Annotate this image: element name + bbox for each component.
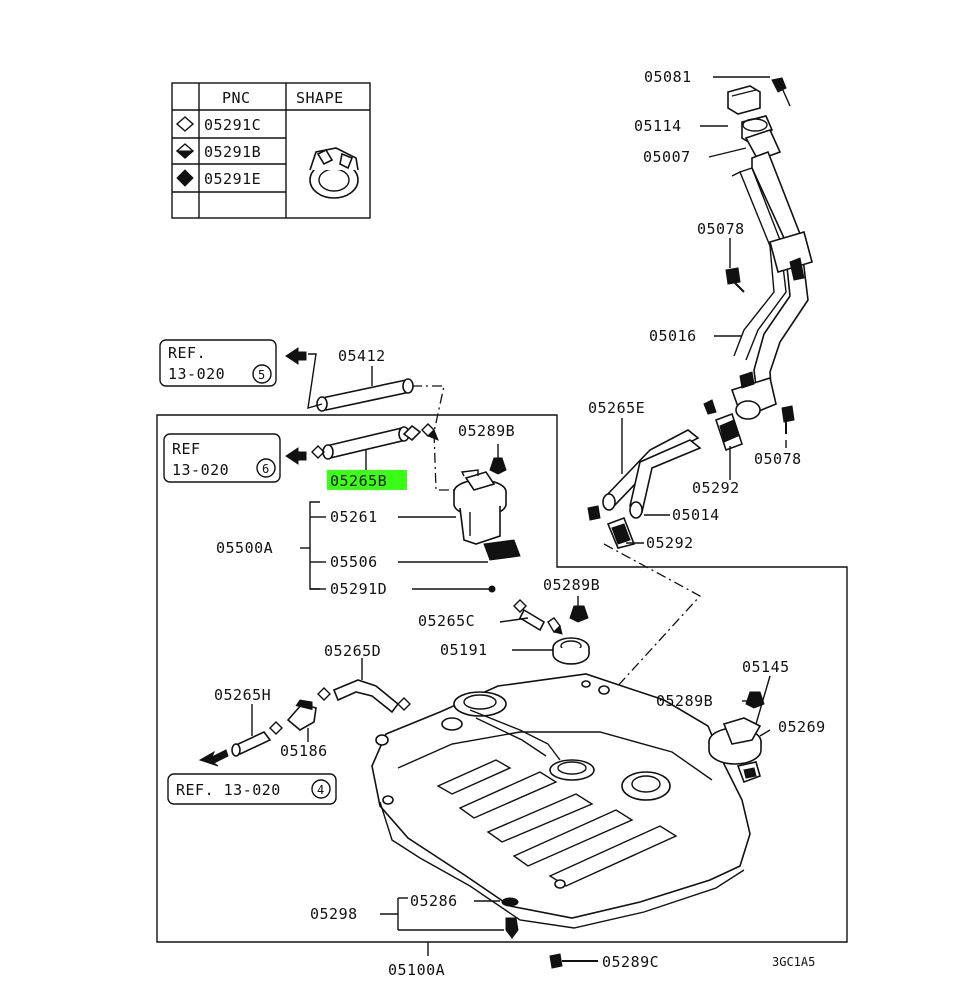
part-labels: 05081 05114 05007 05078 05016 05078 0526…	[214, 68, 826, 979]
bolt-05289B-b	[569, 596, 589, 623]
clamp-05292-b	[587, 505, 636, 549]
hose-clamp-icon	[309, 147, 359, 199]
label-05078-b[interactable]: 05078	[754, 450, 802, 468]
fuel-cap	[727, 85, 761, 115]
filler-neck-assembly	[725, 77, 813, 434]
diamond-outline-icon	[175, 116, 195, 132]
diamond-filled-icon	[176, 169, 194, 187]
label-05289B-c[interactable]: 05289B	[656, 692, 713, 710]
ref-6-line1: REF	[172, 440, 201, 458]
bolt-05289C	[549, 953, 598, 969]
label-05500A[interactable]: 05500A	[216, 539, 273, 557]
valve-05186	[286, 699, 317, 742]
label-05289C[interactable]: 05289C	[602, 953, 659, 971]
ref-box-4[interactable]: REF. 13-020 4	[167, 773, 337, 805]
sender-05269	[708, 675, 771, 784]
legend-pnc-2: 05291B	[204, 143, 261, 161]
label-05265E[interactable]: 05265E	[588, 399, 645, 417]
label-05145[interactable]: 05145	[742, 658, 790, 676]
label-05261[interactable]: 05261	[330, 508, 378, 526]
legend-table: PNC SHAPE 05291C 05291B 05291E	[171, 82, 371, 219]
label-05291D[interactable]: 05291D	[330, 580, 387, 598]
label-05265H[interactable]: 05265H	[214, 686, 271, 704]
ref-box-6[interactable]: REF 13-020 6	[163, 433, 281, 483]
clamp-05292-a	[703, 399, 744, 452]
fuel-tank	[371, 673, 751, 929]
ref-5-line1: REF.	[168, 344, 206, 362]
legend-header-pnc: PNC	[222, 89, 251, 107]
hose-05265B	[311, 423, 439, 470]
drain-plug	[380, 897, 519, 939]
label-05292-a[interactable]: 05292	[692, 479, 740, 497]
ref-box-5[interactable]: REF. 13-020 5	[159, 339, 277, 387]
label-05191[interactable]: 05191	[440, 641, 488, 659]
label-05100A[interactable]: 05100A	[388, 961, 445, 979]
diagram-code: 3GC1A5	[772, 955, 815, 969]
label-05289B-a[interactable]: 05289B	[458, 422, 515, 440]
arrow-left-icon	[198, 749, 229, 767]
label-05078-a[interactable]: 05078	[697, 220, 745, 238]
label-05265D[interactable]: 05265D	[324, 642, 381, 660]
label-05286[interactable]: 05286	[410, 892, 458, 910]
highlight-05265B	[327, 470, 407, 490]
arrow-left-icon	[285, 447, 307, 465]
ref-6-line2: 13-020	[172, 461, 229, 479]
label-05506[interactable]: 05506	[330, 553, 378, 571]
label-05114[interactable]: 05114	[634, 117, 682, 135]
bolt-05289B-c	[742, 691, 765, 709]
label-05014[interactable]: 05014	[672, 506, 720, 524]
hose-05412	[307, 353, 414, 412]
ref-4-text: REF. 13-020	[176, 781, 281, 799]
label-05298[interactable]: 05298	[310, 905, 358, 923]
label-05292-b[interactable]: 05292	[646, 534, 694, 552]
hose-05265C	[499, 599, 563, 635]
legend-header-shape: SHAPE	[296, 89, 344, 107]
label-05412[interactable]: 05412	[338, 347, 386, 365]
hose-05265H	[231, 704, 283, 757]
legend-pnc-1: 05291C	[204, 116, 261, 134]
fuel-pump-module	[453, 444, 521, 593]
legend-pnc-3: 05291E	[204, 170, 261, 188]
ref-5-num: 5	[258, 368, 265, 382]
label-05289B-b[interactable]: 05289B	[543, 576, 600, 594]
arrow-left-icon	[285, 347, 307, 365]
bolt-icon	[781, 405, 795, 423]
label-05007[interactable]: 05007	[643, 148, 691, 166]
label-05081[interactable]: 05081	[644, 68, 692, 86]
assembly-frame	[156, 414, 848, 943]
ref-5-line2: 13-020	[168, 365, 225, 383]
hose-05265D	[317, 658, 411, 714]
ref-6-num: 6	[262, 462, 269, 476]
label-05269[interactable]: 05269	[778, 718, 826, 736]
label-05186[interactable]: 05186	[280, 742, 328, 760]
label-05265B[interactable]: 05265B	[330, 472, 387, 490]
hose-05265E	[602, 429, 702, 519]
bolt-icon	[725, 267, 741, 285]
ref-4-num: 4	[317, 783, 324, 797]
label-05016[interactable]: 05016	[649, 327, 697, 345]
label-05265C[interactable]: 05265C	[418, 612, 475, 630]
ring-05191	[512, 637, 590, 665]
